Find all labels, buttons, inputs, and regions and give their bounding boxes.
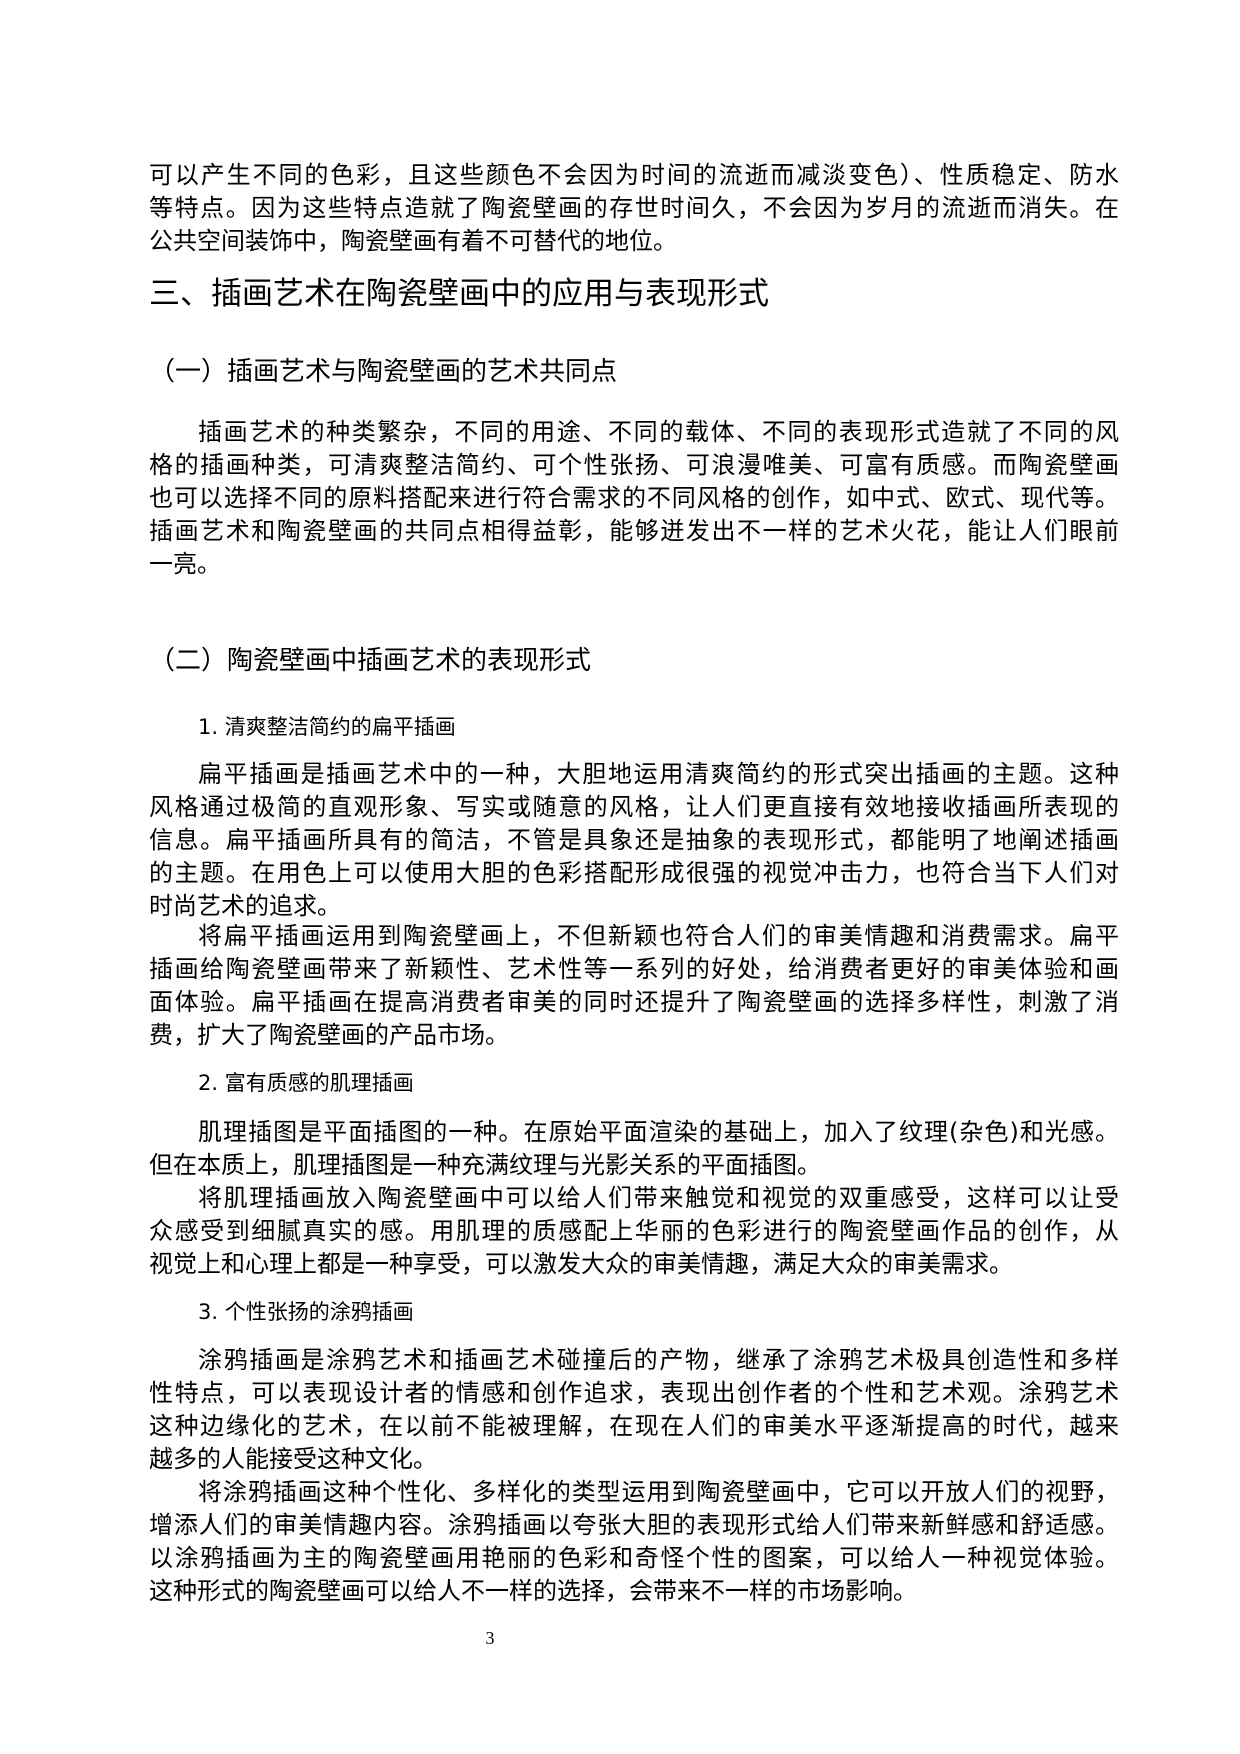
subsection-heading-2: （二）陶瓷壁画中插画艺术的表现形式	[149, 646, 592, 676]
text-line: 将涂鸦插画这种个性化、多样化的类型运用到陶瓷壁画中，它可以开放人们的视野，	[198, 1478, 1119, 1506]
paragraph: 将扁平插画运用到陶瓷壁画上，不但新颖也符合人们的审美情趣和消费需求。扁平插画给陶…	[149, 920, 1119, 1052]
text-line: 扁平插画是插画艺术中的一种，大胆地运用清爽简约的形式突出插画的主题。这种	[198, 760, 1119, 788]
section-heading: 三、插画艺术在陶瓷壁画中的应用与表现形式	[149, 276, 769, 312]
text-line: 风格通过极简的直观形象、写实或随意的风格，让人们更直接有效地接收插画所表现的	[149, 793, 1119, 821]
text-line: 费，扩大了陶瓷壁画的产品市场。	[149, 1021, 509, 1049]
paragraph: 插画艺术的种类繁杂，不同的用途、不同的载体、不同的表现形式造就了不同的风格的插画…	[149, 416, 1119, 581]
text-line: 越多的人能接受这种文化。	[149, 1445, 437, 1473]
text-line: 公共空间装饰中，陶瓷壁画有着不可替代的地位。	[149, 227, 677, 255]
paragraph: 肌理插图是平面插图的一种。在原始平面渲染的基础上，加入了纹理(杂色)和光感。但在…	[149, 1116, 1119, 1182]
text-line: 一亮。	[149, 550, 221, 578]
paragraph: 将肌理插画放入陶瓷壁画中可以给人们带来触觉和视觉的双重感受，这样可以让受众感受到…	[149, 1182, 1119, 1281]
text-line: 时尚艺术的追求。	[149, 892, 341, 920]
text-line: 视觉上和心理上都是一种享受，可以激发大众的审美情趣，满足大众的审美需求。	[149, 1250, 1013, 1278]
text-line: 性特点，可以表现设计者的情感和创作追求，表现出创作者的个性和艺术观。涂鸦艺术	[149, 1379, 1119, 1407]
text-line: 插画艺术和陶瓷壁画的共同点相得益彰，能够迸发出不一样的艺术火花，能让人们眼前	[149, 517, 1119, 545]
text-line: 这种形式的陶瓷壁画可以给人不一样的选择，会带来不一样的市场影响。	[149, 1577, 917, 1605]
text-line: 信息。扁平插画所具有的简洁，不管是具象还是抽象的表现形式，都能明了地阐述插画	[149, 826, 1119, 854]
subsection-heading-1: （一）插画艺术与陶瓷壁画的艺术共同点	[149, 357, 618, 387]
text-line: 肌理插图是平面插图的一种。在原始平面渲染的基础上，加入了纹理(杂色)和光感。	[198, 1118, 1119, 1146]
text-line: 将肌理插画放入陶瓷壁画中可以给人们带来触觉和视觉的双重感受，这样可以让受	[198, 1184, 1119, 1212]
paragraph: 涂鸦插画是涂鸦艺术和插画艺术碰撞后的产物，继承了涂鸦艺术极具创造性和多样性特点，…	[149, 1344, 1119, 1476]
page-number: 3	[485, 1628, 495, 1648]
text-line: 可以产生不同的色彩，且这些颜色不会因为时间的流逝而减淡变色）、性质稳定、防水	[149, 161, 1119, 189]
paragraph: 将涂鸦插画这种个性化、多样化的类型运用到陶瓷壁画中，它可以开放人们的视野， 增添人…	[149, 1476, 1119, 1608]
text-line: 这种边缘化的艺术，在以前不能被理解，在现在人们的审美水平逐渐提高的时代，越来	[149, 1412, 1119, 1440]
text-line: 面体验。扁平插画在提高消费者审美的同时还提升了陶瓷壁画的选择多样性，刺激了消	[149, 988, 1119, 1016]
item-heading-2: 2. 富有质感的肌理插画	[198, 1071, 414, 1095]
text-line: 涂鸦插画是涂鸦艺术和插画艺术碰撞后的产物，继承了涂鸦艺术极具创造性和多样	[198, 1346, 1119, 1374]
text-line: 的主题。在用色上可以使用大胆的色彩搭配形成很强的视觉冲击力，也符合当下人们对	[149, 859, 1119, 887]
text-line: 也可以选择不同的原料搭配来进行符合需求的不同风格的创作，如中式、欧式、现代等。	[149, 484, 1119, 512]
text-line: 格的插画种类，可清爽整洁简约、可个性张扬、可浪漫唯美、可富有质感。而陶瓷壁画	[149, 451, 1119, 479]
text-line: 但在本质上，肌理插图是一种充满纹理与光影关系的平面插图。	[149, 1151, 821, 1179]
paragraph-continued: 可以产生不同的色彩，且这些颜色不会因为时间的流逝而减淡变色）、性质稳定、防水等特…	[149, 159, 1119, 258]
text-line: 将扁平插画运用到陶瓷壁画上，不但新颖也符合人们的审美情趣和消费需求。扁平	[198, 922, 1119, 950]
text-line: 插画给陶瓷壁画带来了新颖性、艺术性等一系列的好处，给消费者更好的审美体验和画	[149, 955, 1119, 983]
text-line: 众感受到细腻真实的感。用肌理的质感配上华丽的色彩进行的陶瓷壁画作品的创作，从	[149, 1217, 1119, 1245]
text-line: 增添人们的审美情趣内容。涂鸦插画以夸张大胆的表现形式给人们带来新鲜感和舒适感。	[149, 1511, 1119, 1539]
text-line: 等特点。因为这些特点造就了陶瓷壁画的存世时间久，不会因为岁月的流逝而消失。在	[149, 194, 1119, 222]
paragraph: 扁平插画是插画艺术中的一种，大胆地运用清爽简约的形式突出插画的主题。这种风格通过…	[149, 758, 1119, 923]
text-line: 以涂鸦插画为主的陶瓷壁画用艳丽的色彩和奇怪个性的图案，可以给人一种视觉体验。	[149, 1544, 1119, 1572]
text-line: 插画艺术的种类繁杂，不同的用途、不同的载体、不同的表现形式造就了不同的风	[198, 418, 1119, 446]
item-heading-1: 1. 清爽整洁简约的扁平插画	[198, 715, 456, 739]
item-heading-3: 3. 个性张扬的涂鸦插画	[198, 1300, 414, 1324]
